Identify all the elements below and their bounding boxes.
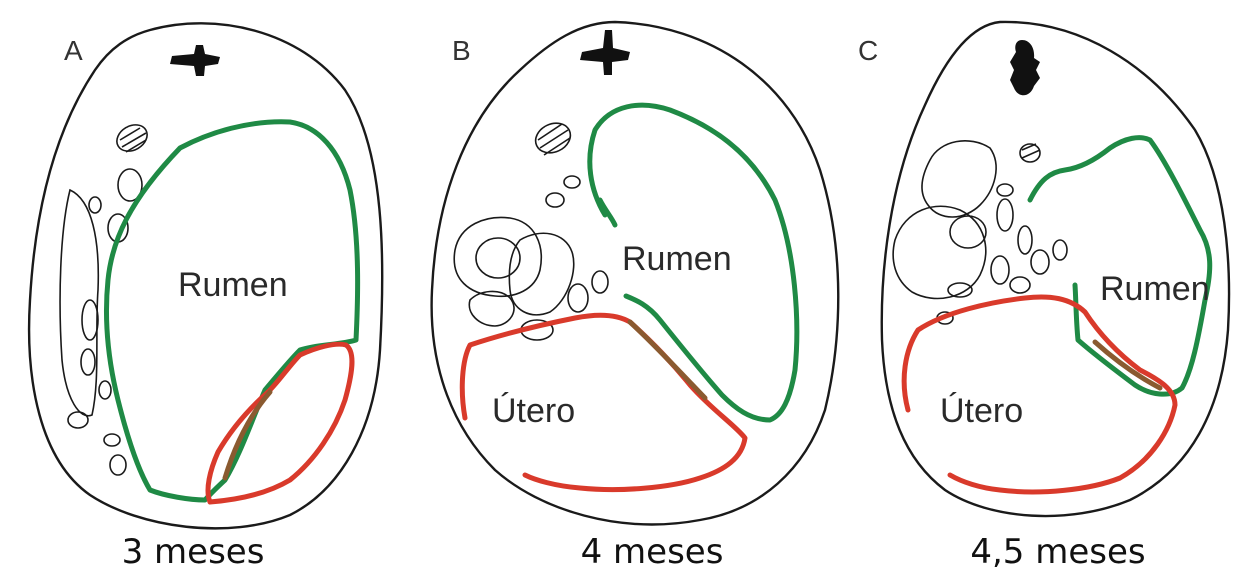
spine-a xyxy=(170,45,220,76)
organ-label-utero-c: Útero xyxy=(940,392,1023,430)
panel-letter-b: B xyxy=(452,35,471,66)
organ-label-rumen-a: Rumen xyxy=(178,266,288,304)
caption-c: 4,5 meses xyxy=(970,532,1145,572)
body-outline-c xyxy=(882,22,1229,516)
organ-label-rumen-b: Rumen xyxy=(622,240,732,278)
intestine-loops-b xyxy=(454,118,608,340)
spine-c xyxy=(1010,40,1040,95)
caption-a: 3 meses xyxy=(122,532,265,572)
panel-a: A Rumen xyxy=(29,23,382,528)
panel-c: C Rumen Útero xyxy=(858,22,1229,516)
caption-b: 4 meses xyxy=(581,532,724,572)
rumen-outline-a xyxy=(106,122,357,500)
spine-b xyxy=(580,30,630,75)
panel-letter-a: A xyxy=(64,35,83,66)
panel-letter-c: C xyxy=(858,35,878,66)
organ-label-utero-b: Útero xyxy=(492,392,575,430)
organ-label-rumen-c: Rumen xyxy=(1100,270,1210,308)
uterus-outline-a xyxy=(208,344,352,502)
panel-b: B Rumen Útero xyxy=(432,22,839,524)
